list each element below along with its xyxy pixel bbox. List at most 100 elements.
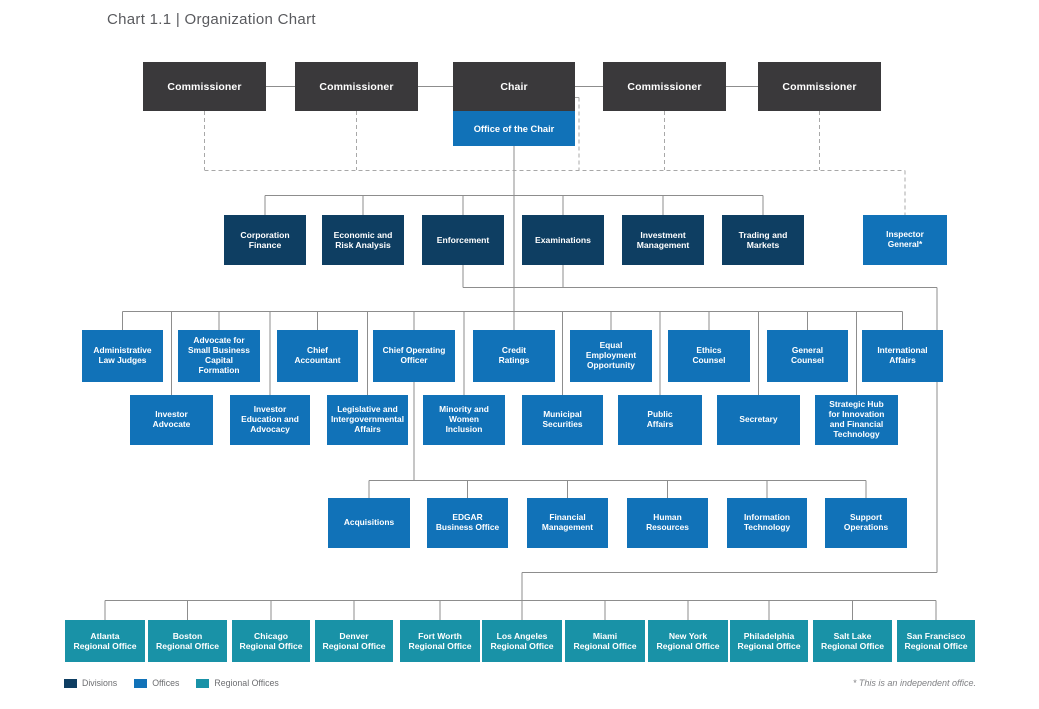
node-commissioner-1: Commissioner <box>143 62 266 111</box>
node-fort-worth-regional-office-label: Fort Worth Regional Office <box>408 630 472 651</box>
node-minority-and-women-inclusion-label: Minority and Women Inclusion <box>439 404 489 434</box>
node-secretary: Secretary <box>717 395 800 445</box>
node-chair: Chair <box>453 62 575 111</box>
node-edgar-business-office: EDGAR Business Office <box>427 498 508 548</box>
node-commissioner-4-label: Commissioner <box>627 80 702 93</box>
footnote: * This is an independent office. <box>852 678 976 688</box>
node-minority-and-women-inclusion: Minority and Women Inclusion <box>423 395 505 445</box>
node-legislative-and-intergovernmental-affairs-label: Legislative and Intergovernmental Affair… <box>330 404 405 434</box>
node-general-counsel: General Counsel <box>767 330 848 382</box>
node-commissioner-1-label: Commissioner <box>167 80 242 93</box>
legend: Divisions Offices Regional Offices <box>64 678 279 688</box>
node-boston-regional-office-label: Boston Regional Office <box>155 630 220 651</box>
node-financial-management-label: Financial Management <box>541 512 594 532</box>
node-new-york-regional-office: New York Regional Office <box>648 620 728 662</box>
node-strategic-hub-for-innovation-and-financial-technology-label: Strategic Hub for Innovation and Financi… <box>828 399 885 439</box>
node-support-operations: Support Operations <box>825 498 907 548</box>
node-public-affairs-label: Public Affairs <box>646 409 674 429</box>
node-enforcement-label: Enforcement <box>436 234 490 245</box>
node-municipal-securities: Municipal Securities <box>522 395 603 445</box>
node-chair-label: Chair <box>500 80 528 93</box>
node-atlanta-regional-office-label: Atlanta Regional Office <box>73 630 137 651</box>
node-support-operations-label: Support Operations <box>843 512 889 532</box>
node-credit-ratings: Credit Ratings <box>473 330 555 382</box>
node-commissioner-2-label: Commissioner <box>319 80 394 93</box>
node-philadelphia-regional-office-label: Philadelphia Regional Office <box>737 630 801 651</box>
node-corporation-finance-label: Corporation Finance <box>240 229 290 250</box>
node-boston-regional-office: Boston Regional Office <box>148 620 227 662</box>
node-chicago-regional-office-label: Chicago Regional Office <box>239 630 303 651</box>
node-atlanta-regional-office: Atlanta Regional Office <box>65 620 145 662</box>
node-commissioner-4: Commissioner <box>603 62 726 111</box>
node-advocate-for-small-business-capital-formation: Advocate for Small Business Capital Form… <box>178 330 260 382</box>
node-fort-worth-regional-office: Fort Worth Regional Office <box>400 620 480 662</box>
node-international-affairs: International Affairs <box>862 330 943 382</box>
node-salt-lake-regional-office: Salt Lake Regional Office <box>813 620 892 662</box>
node-investor-advocate-label: Investor Advocate <box>152 409 191 429</box>
node-philadelphia-regional-office: Philadelphia Regional Office <box>730 620 808 662</box>
node-legislative-and-intergovernmental-affairs: Legislative and Intergovernmental Affair… <box>327 395 408 445</box>
legend-item-regional-offices: Regional Offices <box>196 678 279 688</box>
node-san-francisco-regional-office-label: San Francisco Regional Office <box>904 630 968 651</box>
node-administrative-law-judges-label: Administrative Law Judges <box>93 345 152 365</box>
legend-swatch-division <box>64 678 77 688</box>
node-advocate-for-small-business-capital-formation-label: Advocate for Small Business Capital Form… <box>188 335 250 375</box>
node-economic-and-risk-analysis: Economic and Risk Analysis <box>322 215 404 265</box>
node-investment-management-label: Investment Management <box>636 229 690 250</box>
node-corporation-finance: Corporation Finance <box>224 215 306 265</box>
node-equal-employment-opportunity-label: Equal Employment Opportunity <box>585 340 637 370</box>
legend-item-offices: Offices <box>134 678 179 688</box>
node-edgar-business-office-label: EDGAR Business Office <box>435 512 500 532</box>
node-information-technology: Information Technology <box>727 498 807 548</box>
node-denver-regional-office-label: Denver Regional Office <box>322 630 386 651</box>
node-chief-accountant: Chief Accountant <box>277 330 358 382</box>
node-office-of-the-chair: Office of the Chair <box>453 111 575 146</box>
legend-item-divisions: Divisions <box>64 678 117 688</box>
node-economic-and-risk-analysis-label: Economic and Risk Analysis <box>333 229 393 250</box>
node-inspector-general: Inspector General* <box>863 215 947 265</box>
page-title: Chart 1.1 | Organization Chart <box>107 11 316 28</box>
node-denver-regional-office: Denver Regional Office <box>315 620 393 662</box>
node-secretary-label: Secretary <box>739 414 778 425</box>
node-investor-advocate: Investor Advocate <box>130 395 213 445</box>
legend-label: Offices <box>152 678 180 688</box>
node-los-angeles-regional-office: Los Angeles Regional Office <box>482 620 562 662</box>
node-administrative-law-judges: Administrative Law Judges <box>82 330 163 382</box>
legend-swatch-office <box>134 678 148 688</box>
node-human-resources: Human Resources <box>627 498 708 548</box>
node-international-affairs-label: International Affairs <box>877 345 928 365</box>
node-acquisitions-label: Acquisitions <box>343 517 395 528</box>
node-information-technology-label: Information Technology <box>743 512 791 532</box>
node-commissioner-5-label: Commissioner <box>782 80 857 93</box>
node-chief-operating-officer: Chief Operating Officer <box>373 330 455 382</box>
node-municipal-securities-label: Municipal Securities <box>542 409 583 429</box>
node-salt-lake-regional-office-label: Salt Lake Regional Office <box>820 630 885 651</box>
node-credit-ratings-label: Credit Ratings <box>498 345 530 365</box>
node-inspector-general-label: Inspector General* <box>886 229 924 249</box>
node-general-counsel-label: General Counsel <box>790 345 825 365</box>
legend-swatch-regional <box>196 678 210 688</box>
node-ethics-counsel-label: Ethics Counsel <box>692 345 726 365</box>
node-chief-operating-officer-label: Chief Operating Officer <box>382 345 446 365</box>
node-strategic-hub-for-innovation-and-financial-technology: Strategic Hub for Innovation and Financi… <box>815 395 898 445</box>
node-san-francisco-regional-office: San Francisco Regional Office <box>897 620 975 662</box>
node-trading-and-markets: Trading and Markets <box>722 215 804 265</box>
node-examinations-label: Examinations <box>535 234 591 245</box>
node-office-of-the-chair-label: Office of the Chair <box>473 123 555 134</box>
node-financial-management: Financial Management <box>527 498 608 548</box>
node-investor-education-and-advocacy: Investor Education and Advocacy <box>230 395 310 445</box>
node-ethics-counsel: Ethics Counsel <box>668 330 750 382</box>
node-new-york-regional-office-label: New York Regional Office <box>656 630 720 651</box>
node-trading-and-markets-label: Trading and Markets <box>738 229 788 250</box>
node-investor-education-and-advocacy-label: Investor Education and Advocacy <box>241 404 299 434</box>
node-commissioner-5: Commissioner <box>758 62 881 111</box>
legend-label: Regional Offices <box>214 678 279 688</box>
node-acquisitions: Acquisitions <box>328 498 410 548</box>
node-chicago-regional-office: Chicago Regional Office <box>232 620 310 662</box>
legend-label: Divisions <box>82 678 118 688</box>
node-investment-management: Investment Management <box>622 215 704 265</box>
node-equal-employment-opportunity: Equal Employment Opportunity <box>570 330 652 382</box>
node-examinations: Examinations <box>522 215 604 265</box>
node-los-angeles-regional-office-label: Los Angeles Regional Office <box>490 630 554 651</box>
